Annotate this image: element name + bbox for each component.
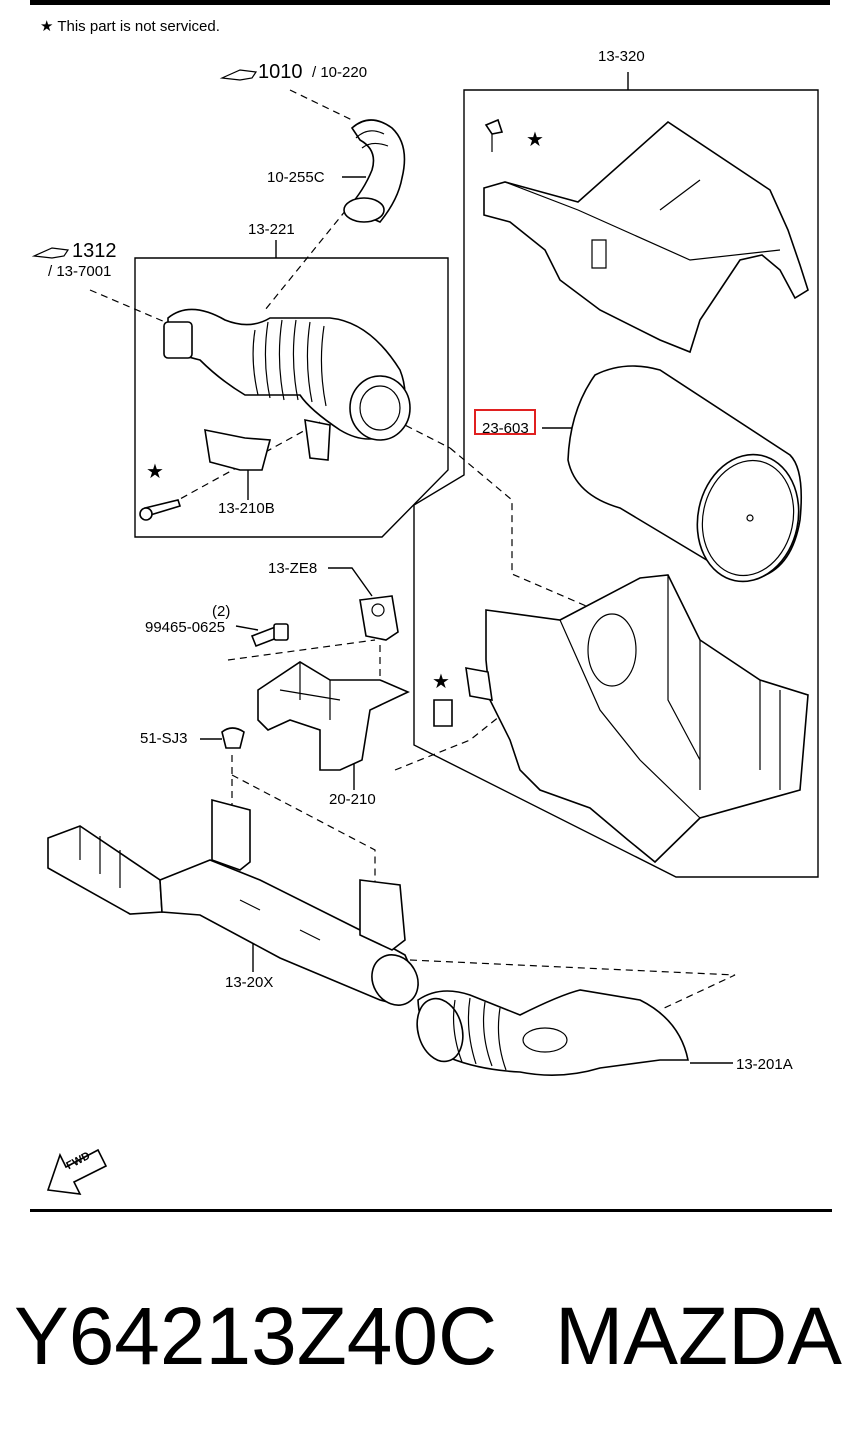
not-serviced-note: ★ This part is not serviced.	[40, 18, 220, 35]
label-13-320[interactable]: 13-320	[598, 48, 645, 65]
label-13-210b[interactable]: 13-210B	[218, 500, 275, 517]
brand-name: MAZDA	[555, 1291, 842, 1382]
hose-10-255c	[343, 119, 406, 223]
fwd-arrow-icon	[46, 1148, 108, 1195]
label-13-ze8[interactable]: 13-ZE8	[268, 560, 318, 577]
hand-pointer-icon	[219, 69, 258, 81]
highlight-box	[474, 409, 536, 435]
clip-13-ze8	[359, 595, 399, 641]
label-quantity: (2)	[212, 603, 231, 620]
svg-text:★: ★	[432, 669, 450, 693]
intake-pipe-13-221	[139, 308, 411, 521]
group-box-13-320	[413, 89, 819, 878]
hand-pointer-icon	[31, 247, 70, 259]
intake-hose-13-201a	[416, 989, 689, 1076]
intake-duct-13-20x	[47, 798, 419, 1006]
label-99465-0625[interactable]: 99465-0625	[145, 619, 226, 636]
ref-1010-subref[interactable]: / 10-220	[312, 64, 368, 81]
label-13-20x[interactable]: 13-20X	[225, 974, 274, 991]
ref-1312-subref[interactable]: / 13-7001	[48, 263, 112, 280]
ref-1010-number[interactable]: 1010	[258, 61, 303, 83]
label-51-sj3[interactable]: 51-SJ3	[140, 730, 188, 747]
svg-text:★: ★	[146, 459, 164, 483]
svg-text:★: ★	[526, 127, 544, 151]
bottom-rule	[30, 1209, 832, 1212]
label-13-221[interactable]: 13-221	[248, 221, 295, 238]
label-23-603[interactable]: 23-603	[482, 420, 529, 437]
bracket-20-210	[257, 661, 410, 771]
label-20-210[interactable]: 20-210	[329, 791, 376, 808]
top-rule	[30, 0, 830, 5]
clip-51-sj3	[221, 727, 245, 749]
ref-1312-number[interactable]: 1312	[72, 240, 117, 262]
part-number: Y64213Z40C	[14, 1291, 498, 1382]
cleaner-cover-13-320	[483, 118, 809, 354]
air-filter-element-23-603	[567, 365, 803, 583]
label-10-255c[interactable]: 10-255C	[267, 169, 325, 186]
cleaner-case	[433, 574, 809, 864]
label-13-201a[interactable]: 13-201A	[736, 1056, 793, 1073]
group-box-13-221	[134, 257, 449, 538]
bolt-99465-0625	[250, 623, 289, 648]
